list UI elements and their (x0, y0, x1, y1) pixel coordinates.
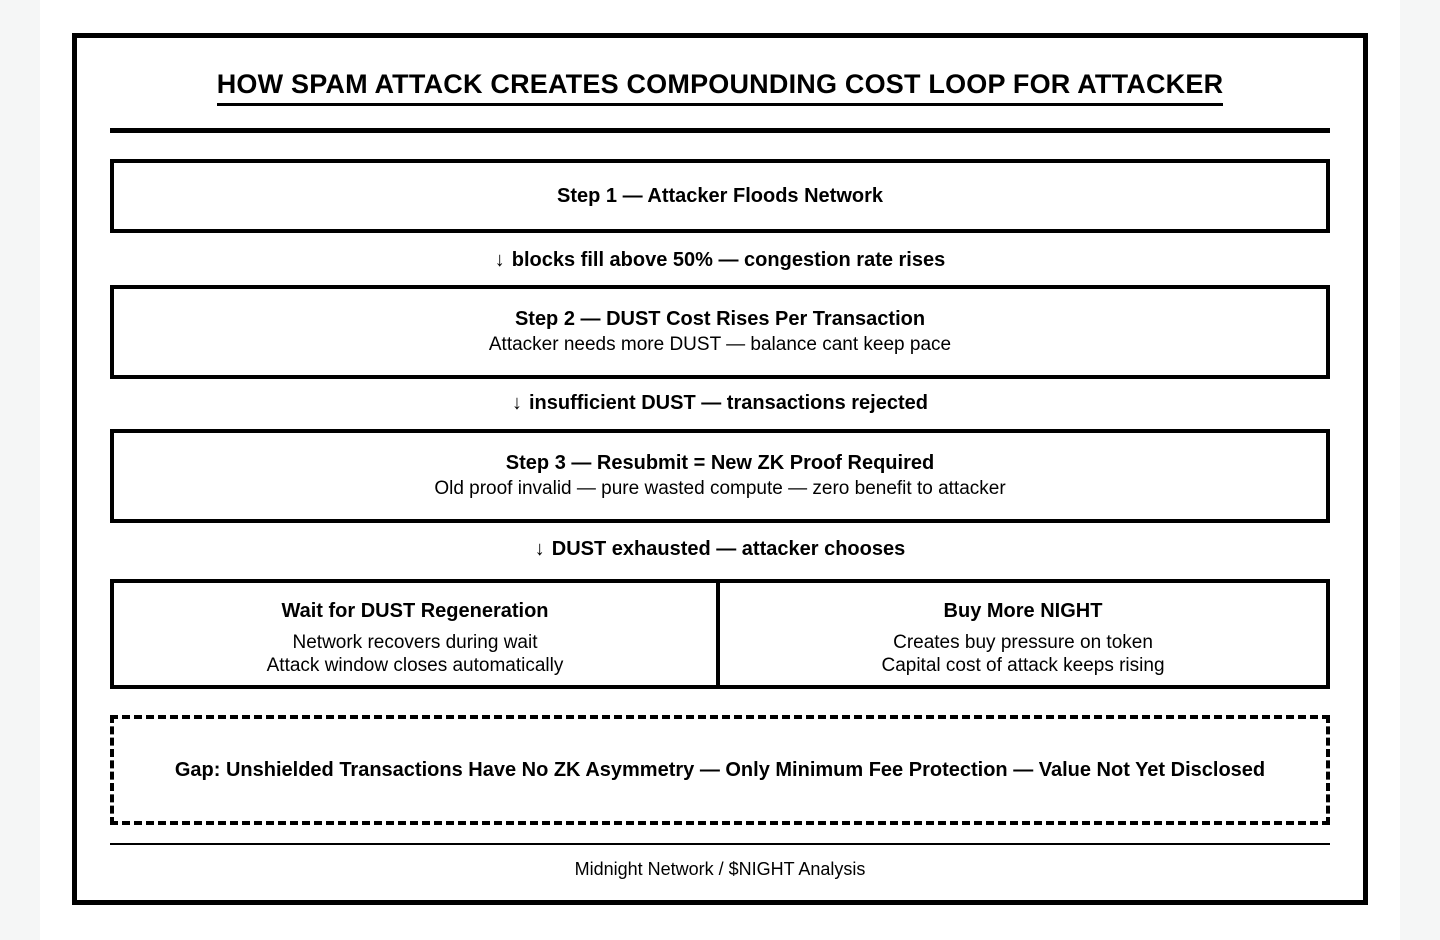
gap-note-box: Gap: Unshielded Transactions Have No ZK … (110, 715, 1330, 825)
step3-subtitle: Old proof invalid — pure wasted compute … (434, 478, 1006, 499)
footer-rule (110, 843, 1330, 845)
choice-row: Wait for DUST Regeneration Network recov… (110, 579, 1330, 689)
connector-2: ↓ insufficient DUST — transactions reject… (110, 391, 1330, 415)
title-rule (110, 128, 1330, 133)
connector-3-label: DUST exhausted — attacker chooses (551, 538, 906, 560)
choice-left-title: Wait for DUST Regeneration (281, 600, 549, 622)
page-title-text: HOW SPAM ATTACK CREATES COMPOUNDING COST… (216, 68, 1224, 106)
step1-box: Step 1 — Attacker Floods Network (110, 159, 1330, 233)
choice-left-box: Wait for DUST Regeneration Network recov… (114, 583, 720, 685)
step2-title: Step 2 — DUST Cost Rises Per Transaction (514, 308, 926, 330)
connector-1-label: blocks fill above 50% — congestion rate … (511, 249, 946, 271)
choice-left-line2: Attack window closes automatically (266, 655, 564, 676)
down-arrow-icon: ↓ (494, 249, 505, 271)
gap-note-text: Gap: Unshielded Transactions Have No ZK … (174, 759, 1266, 781)
choice-right-line1: Creates buy pressure on token (893, 632, 1153, 653)
diagram-frame: HOW SPAM ATTACK CREATES COMPOUNDING COST… (72, 33, 1368, 905)
connector-1: ↓ blocks fill above 50% — congestion rate… (110, 248, 1330, 272)
down-arrow-icon: ↓ (512, 392, 522, 414)
step2-subtitle: Attacker needs more DUST — balance cant … (488, 334, 952, 355)
choice-right-title: Buy More NIGHT (943, 600, 1103, 622)
step3-title: Step 3 — Resubmit = New ZK Proof Require… (505, 452, 935, 474)
step2-box: Step 2 — DUST Cost Rises Per Transaction… (110, 285, 1330, 379)
choice-left-line1: Network recovers during wait (292, 632, 538, 653)
page-title: HOW SPAM ATTACK CREATES COMPOUNDING COST… (110, 68, 1330, 106)
footer-text: Midnight Network / $NIGHT Analysis (574, 859, 866, 879)
choice-right-box: Buy More NIGHT Creates buy pressure on t… (720, 583, 1326, 685)
connector-3: ↓ DUST exhausted — attacker chooses (110, 537, 1330, 561)
choice-left-body: Network recovers during wait Attack wind… (114, 631, 716, 677)
choice-right-body: Creates buy pressure on token Capital co… (720, 631, 1326, 677)
connector-2-label: insufficient DUST — transactions rejecte… (529, 392, 928, 414)
down-arrow-icon: ↓ (534, 538, 545, 560)
page: HOW SPAM ATTACK CREATES COMPOUNDING COST… (40, 0, 1400, 940)
step3-box: Step 3 — Resubmit = New ZK Proof Require… (110, 429, 1330, 523)
choice-right-line2: Capital cost of attack keeps rising (881, 655, 1165, 676)
step1-title: Step 1 — Attacker Floods Network (557, 185, 883, 207)
